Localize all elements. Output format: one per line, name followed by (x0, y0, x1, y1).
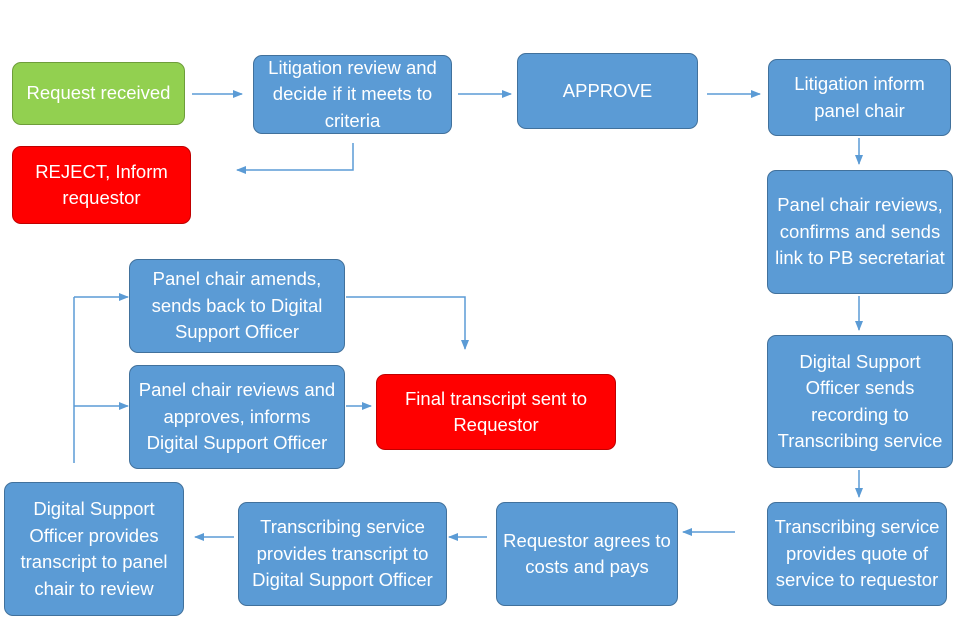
arrow-review-to-reject (236, 143, 354, 174)
node-reject: REJECT, Inform requestor (12, 146, 191, 224)
node-dso-provides-transcript: Digital Support Officer provides transcr… (4, 482, 184, 616)
node-approve: APPROVE (517, 53, 698, 129)
node-transcribing-quote: Transcribing service provides quote of s… (767, 502, 947, 606)
node-panel-chair-reviews-confirms: Panel chair reviews, confirms and sends … (767, 170, 953, 294)
node-requestor-pays: Requestor agrees to costs and pays (496, 502, 678, 606)
node-dso-sends-recording: Digital Support Officer sends recording … (767, 335, 953, 468)
node-litigation-review: Litigation review and decide if it meets… (253, 55, 452, 134)
arrow-amends-loop (346, 296, 469, 350)
node-panel-chair-approves: Panel chair reviews and approves, inform… (129, 365, 345, 469)
node-request-received: Request received (12, 62, 185, 125)
node-final-transcript: Final transcript sent to Requestor (376, 374, 616, 450)
node-transcribing-provides: Transcribing service provides transcript… (238, 502, 447, 606)
node-litigation-inform: Litigation inform panel chair (768, 59, 951, 136)
node-panel-chair-amends: Panel chair amends, sends back to Digita… (129, 259, 345, 353)
